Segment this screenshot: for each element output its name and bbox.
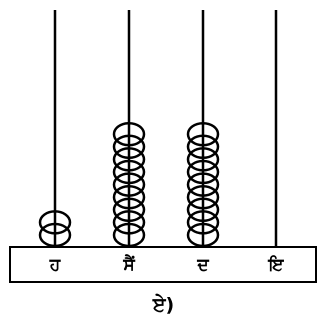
bead-thousands-8 <box>112 134 146 160</box>
bead-tens-8 <box>186 134 220 160</box>
bead-hundreds-2 <box>38 210 72 235</box>
bead-thousands-5 <box>112 172 146 197</box>
bead-tens-7 <box>186 147 220 172</box>
rod-label-hundreds: ਹ <box>49 255 61 275</box>
bead-thousands-4 <box>112 184 146 210</box>
bead-tens-4 <box>186 184 220 210</box>
rod-label-thousands: ਸੈਂ <box>123 255 135 275</box>
abacus-base <box>9 246 317 283</box>
option-label: ਏ) <box>152 294 175 316</box>
bead-tens-3 <box>186 197 220 223</box>
rod-label-tens: ਦ <box>197 255 209 275</box>
bead-thousands-7 <box>112 147 146 172</box>
bead-tens-5 <box>186 172 220 197</box>
bead-thousands-2 <box>112 210 146 235</box>
bead-thousands-3 <box>112 197 146 223</box>
bead-tens-2 <box>186 210 220 235</box>
bead-tens-6 <box>186 159 220 185</box>
bead-tens-9 <box>186 121 220 147</box>
bead-thousands-9 <box>112 121 146 147</box>
rod-label-ones: ਇ <box>268 255 284 275</box>
bead-thousands-6 <box>112 159 146 185</box>
beads-layer <box>38 121 220 248</box>
rods-layer <box>53 10 278 247</box>
